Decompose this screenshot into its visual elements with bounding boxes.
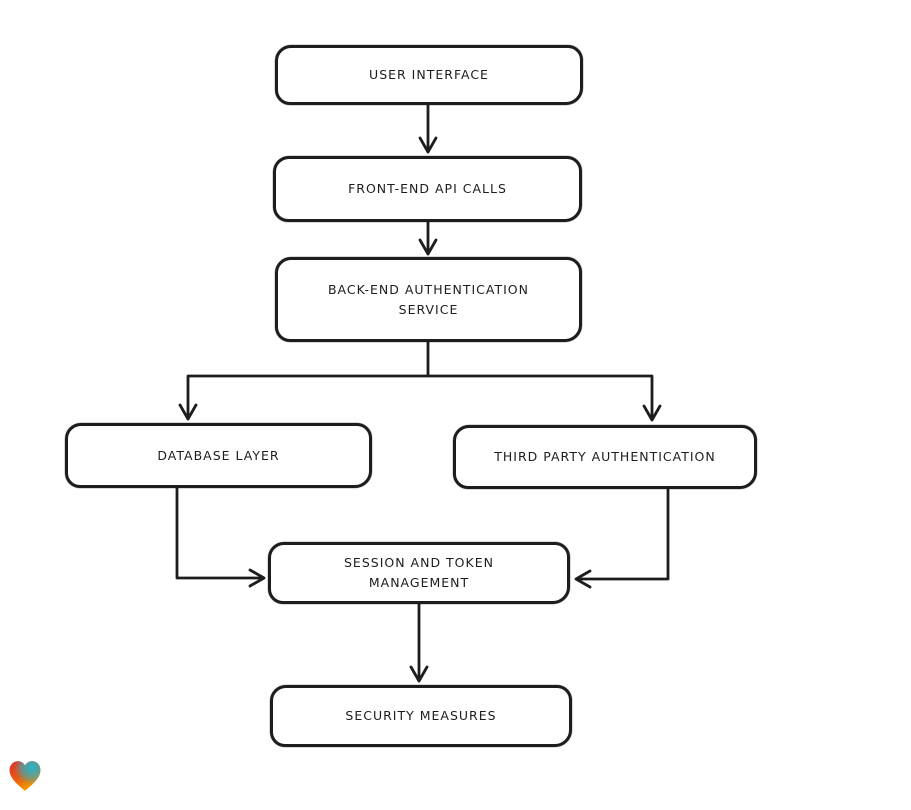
arrowhead-right-icon: [248, 568, 266, 588]
node-user-interface[interactable]: USER INTERFACE: [275, 45, 583, 105]
edge-thirdparty-to-session: [575, 488, 670, 581]
node-back-end-authentication-service[interactable]: BACK-END AUTHENTICATION SERVICE: [275, 257, 582, 342]
node-label: SECURITY MEASURES: [345, 708, 497, 723]
arrowhead-down-icon: [642, 404, 662, 422]
node-label: THIRD PARTY AUTHENTICATION: [494, 449, 716, 464]
node-security-measures[interactable]: SECURITY MEASURES: [270, 685, 572, 747]
heart-logo[interactable]: [6, 757, 44, 795]
node-label: SESSION AND TOKEN MANAGEMENT: [344, 555, 494, 590]
edge-database-to-session: [175, 486, 265, 580]
node-label: USER INTERFACE: [369, 67, 489, 82]
node-label: BACK-END AUTHENTICATION SERVICE: [327, 281, 529, 317]
node-label: DATABASE LAYER: [157, 447, 280, 463]
arrowhead-down-icon: [178, 403, 198, 421]
node-session-and-token-management[interactable]: SESSION AND TOKEN MANAGEMENT: [268, 542, 570, 604]
edge-backend-branch: [186, 340, 654, 421]
heart-shape-teal-overlay: [9, 761, 41, 791]
arrowhead-left-icon: [574, 569, 592, 589]
arrowhead-down-icon: [409, 665, 429, 683]
arrowhead-down-icon: [418, 238, 438, 256]
arrowhead-down-icon: [418, 136, 438, 154]
node-third-party-authentication[interactable]: THIRD PARTY AUTHENTICATION: [453, 425, 757, 489]
node-label: FRONT-END API CALLS: [348, 181, 507, 196]
node-database-layer[interactable]: DATABASE LAYER: [65, 423, 372, 488]
node-front-end-api-calls[interactable]: FRONT-END API CALLS: [273, 156, 582, 222]
